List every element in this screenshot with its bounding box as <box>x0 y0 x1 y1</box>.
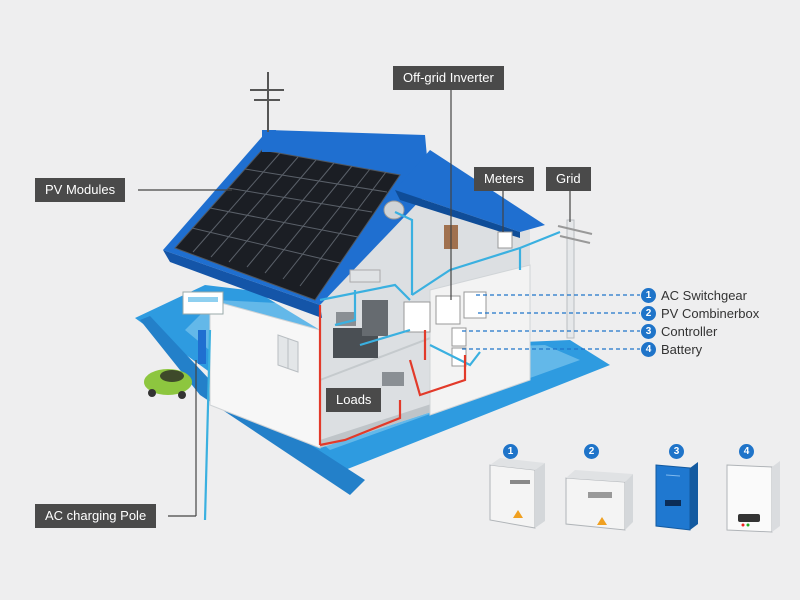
legend-item-controller: 3 Controller <box>641 323 717 339</box>
legend-label: Battery <box>661 341 703 357</box>
device-ac-switchgear <box>489 458 545 529</box>
device-number-2: 2 <box>584 444 599 459</box>
device-number-4: 4 <box>739 444 754 459</box>
legend-item-pv-combinerbox: 2 PV Combinerbox <box>641 305 759 321</box>
charging-pole <box>198 330 206 364</box>
grid-pole <box>557 219 593 339</box>
label-grid: Grid <box>546 167 591 191</box>
satellite-dish <box>383 200 405 220</box>
legend-number: 1 <box>641 287 656 303</box>
roof-right <box>395 150 545 232</box>
device-number-3: 3 <box>669 444 684 459</box>
legend-dashed-lines <box>462 294 640 350</box>
legend-number: 4 <box>641 341 656 357</box>
roof-edge <box>163 250 322 318</box>
label-loads: Loads <box>326 388 382 412</box>
electric-car <box>144 369 192 399</box>
in-house-equipment <box>403 225 487 367</box>
ac-unit <box>182 291 224 315</box>
label-ac-charging-pole: AC charging Pole <box>35 504 157 528</box>
leader-lines <box>138 88 571 517</box>
meter-box <box>497 231 513 249</box>
label-meters: Meters <box>474 167 534 191</box>
cables-red <box>318 305 467 447</box>
device-pv-combinerbox <box>565 470 633 531</box>
legend-number: 3 <box>641 323 656 339</box>
device-controller <box>655 462 698 531</box>
roof-right-underside <box>395 190 520 238</box>
legend-label: AC Switchgear <box>661 287 747 303</box>
legend-label: Controller <box>661 323 718 339</box>
chimney <box>262 130 276 152</box>
ground-pad-left <box>140 316 365 495</box>
legend-number: 2 <box>641 305 656 321</box>
label-pv-modules: PV Modules <box>35 178 126 202</box>
legend-item-ac-switchgear: 1 AC Switchgear <box>641 287 747 303</box>
pv-panel-array <box>174 149 401 301</box>
legend-item-battery: 4 Battery <box>641 341 702 357</box>
label-off-grid-inverter: Off-grid Inverter <box>393 66 504 90</box>
cables-blue <box>203 211 561 521</box>
legend-label: PV Combinerbox <box>661 305 760 321</box>
device-battery <box>726 461 780 533</box>
device-number-1: 1 <box>503 444 518 459</box>
